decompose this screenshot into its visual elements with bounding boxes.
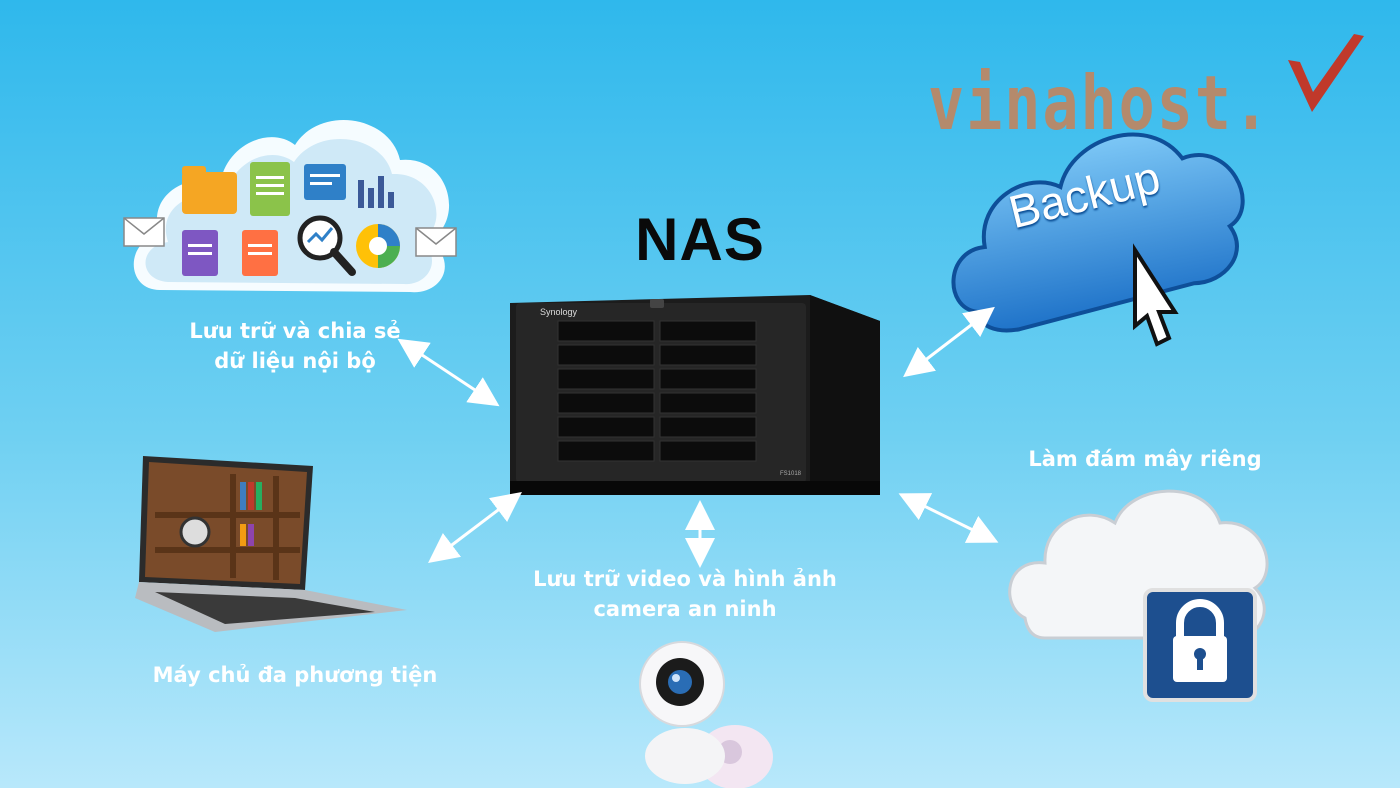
brand-checkmark-icon [1288,34,1364,112]
private-cloud-icon [1008,489,1269,702]
arrow-private-cloud [898,493,999,543]
media-server-label: Máy chủ đa phương tiện [152,663,438,687]
internal-sharing-line-1: Lưu trữ và chia sẻ [189,319,401,343]
brand-logo: vinahost. [928,60,1272,148]
diagram-title: NAS [635,206,765,273]
camera-storage-line-2: camera an ninh [593,597,777,621]
arrow-backup [903,306,995,378]
svg-text:FS1018: FS1018 [780,471,802,477]
internal-sharing-label: Lưu trữ và chia sẻ dữ liệu nội bộ [150,316,440,376]
laptop-media-icon [135,456,407,632]
private-cloud-label: Làm đám mây riêng [1028,447,1262,471]
backup-cloud-icon [951,132,1245,347]
arrow-media-server [428,491,522,564]
internal-sharing-line-2: dữ liệu nội bộ [214,349,376,373]
document-cloud-icon [123,119,457,293]
svg-text:Synology: Synology [540,307,578,317]
nas-device-icon: Synology FS1018 [510,295,880,495]
camera-storage-label: Lưu trữ video và hình ảnh camera an ninh [520,564,850,624]
security-camera-icon [639,641,773,788]
arrow-internal-sharing [397,338,500,407]
camera-storage-line-1: Lưu trữ video và hình ảnh [533,567,837,591]
